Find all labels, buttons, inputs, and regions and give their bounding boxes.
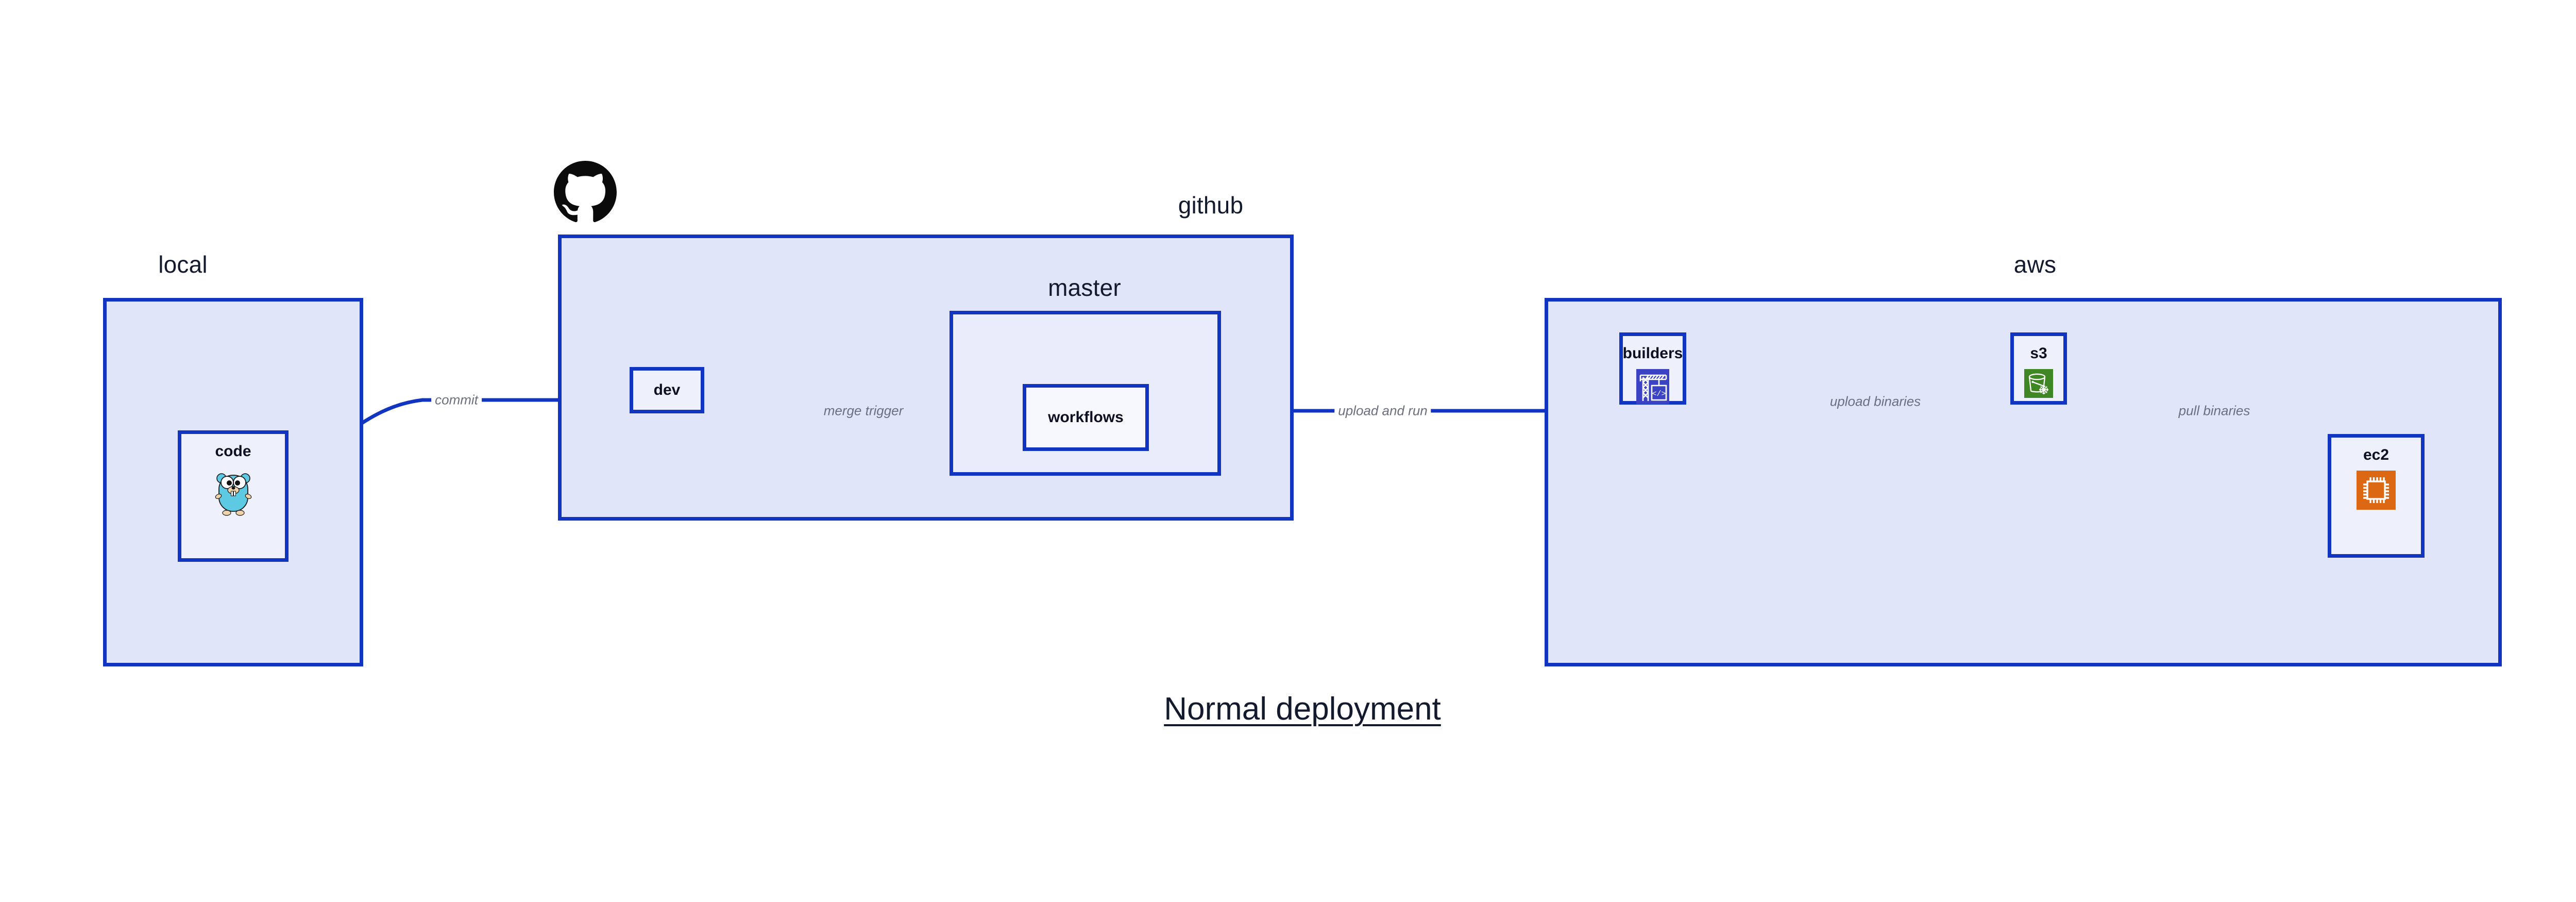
- node-label-s3: s3: [2030, 345, 2047, 362]
- node-builders[interactable]: builders </>: [1619, 332, 1686, 405]
- aws-codebuild-crane-icon: </>: [1636, 369, 1669, 404]
- node-label-builders: builders: [1622, 345, 1683, 362]
- node-ec2[interactable]: ec2: [2328, 434, 2425, 558]
- edge-label-commit: commit: [431, 391, 482, 409]
- node-label-ec2: ec2: [2363, 446, 2389, 463]
- svg-text:</>: </>: [1652, 390, 1666, 398]
- group-label-github: github: [1178, 192, 1244, 219]
- node-label-dev: dev: [653, 381, 681, 399]
- node-workflows[interactable]: workflows: [1023, 384, 1149, 451]
- group-label-local: local: [158, 251, 208, 278]
- edge-label-pull-binaries: pull binaries: [2175, 402, 2254, 420]
- group-label-master: master: [1048, 274, 1121, 301]
- go-gopher-icon: [213, 467, 254, 516]
- edge-label-upload-binaries: upload binaries: [1826, 393, 1925, 410]
- node-label-workflows: workflows: [1048, 409, 1124, 426]
- diagram-title: Normal deployment: [1164, 691, 1441, 727]
- group-label-aws: aws: [2013, 251, 2057, 278]
- github-octocat-logo: [554, 161, 617, 224]
- node-s3[interactable]: s3: [2010, 332, 2067, 405]
- aws-ec2-chip-icon: [2357, 470, 2396, 510]
- node-code[interactable]: code: [178, 430, 289, 562]
- edge-label-upload-and-run: upload and run: [1334, 402, 1431, 420]
- node-label-code: code: [215, 443, 251, 460]
- aws-s3-bucket-icon: [2024, 369, 2053, 398]
- edge-label-merge-trigger: merge trigger: [820, 402, 907, 420]
- node-dev[interactable]: dev: [630, 367, 704, 413]
